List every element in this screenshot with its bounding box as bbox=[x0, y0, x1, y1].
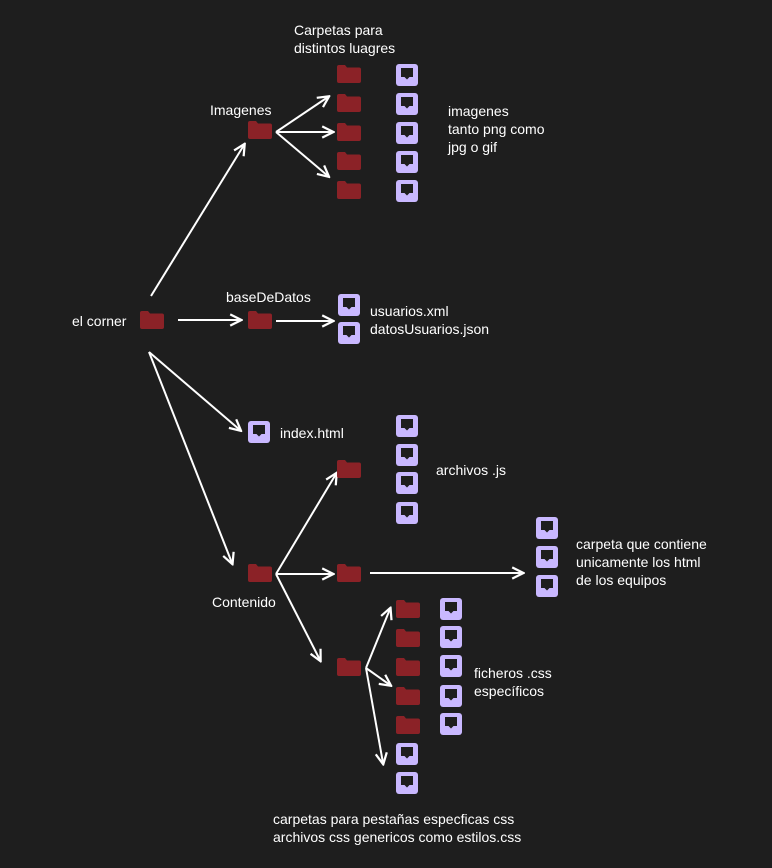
folder-icon bbox=[247, 120, 273, 145]
file-icon bbox=[396, 180, 418, 207]
arrow-css-bottom bbox=[365, 667, 383, 763]
file-icon bbox=[396, 743, 418, 770]
file-icon bbox=[440, 655, 462, 682]
file-icon bbox=[396, 502, 418, 529]
ficheros-css-line1: ficheros .css bbox=[474, 665, 552, 681]
ficheros-css-line2: específicos bbox=[474, 683, 545, 699]
file-icon bbox=[396, 772, 418, 799]
file-icon bbox=[536, 575, 558, 602]
file-icon bbox=[536, 546, 558, 573]
folder-icon bbox=[395, 628, 421, 653]
arrow-root-index bbox=[148, 351, 240, 430]
arrow-contenido-css bbox=[275, 573, 320, 660]
folder-icon bbox=[336, 459, 362, 484]
file-icon bbox=[396, 93, 418, 120]
file-icon bbox=[338, 322, 360, 349]
basededatos-label: baseDeDatos bbox=[226, 289, 311, 305]
file-icon bbox=[536, 517, 558, 544]
folder-icon bbox=[247, 310, 273, 335]
folder-icon bbox=[139, 310, 165, 335]
arrow-css-mid bbox=[365, 667, 390, 685]
arrow-css-top bbox=[365, 609, 390, 669]
file-icon bbox=[248, 421, 270, 448]
carpeta-html-line1: carpeta que contiene bbox=[576, 536, 707, 552]
root-label: el corner bbox=[72, 313, 127, 329]
file-icon bbox=[396, 122, 418, 149]
carpetas-title-line1: Carpetas para bbox=[294, 22, 383, 38]
imagenes-desc-line2: tanto png como bbox=[448, 121, 545, 137]
folder-icon bbox=[336, 151, 362, 176]
imagenes-desc-line1: imagenes bbox=[448, 103, 509, 119]
datos-usuarios-json-label: datosUsuarios.json bbox=[370, 321, 490, 337]
arrow-imagenes-3 bbox=[275, 131, 328, 176]
folder-icon bbox=[336, 93, 362, 118]
folder-icon bbox=[336, 657, 362, 682]
file-icon bbox=[440, 626, 462, 653]
index-html-label: index.html bbox=[280, 425, 344, 441]
arrow-contenido-js bbox=[275, 474, 336, 575]
folder-icon bbox=[395, 686, 421, 711]
contenido-label: Contenido bbox=[212, 594, 276, 610]
arrow-root-imagenes bbox=[150, 145, 244, 297]
file-icon bbox=[396, 64, 418, 91]
folder-icon bbox=[336, 122, 362, 147]
archivos-js-label: archivos .js bbox=[436, 462, 507, 478]
carpetas-title-line2: distintos luagres bbox=[294, 40, 396, 56]
bottom-note-line1: carpetas para pestañas especficas css bbox=[273, 811, 515, 827]
file-icon bbox=[440, 713, 462, 740]
folder-icon bbox=[395, 715, 421, 740]
folder-icon bbox=[336, 180, 362, 205]
folder-icon bbox=[395, 599, 421, 624]
file-icon bbox=[396, 151, 418, 178]
file-icon bbox=[396, 444, 418, 471]
carpeta-html-line3: de los equipos bbox=[576, 572, 667, 588]
file-icon bbox=[440, 685, 462, 712]
folder-icon bbox=[395, 657, 421, 682]
bottom-note-line2: archivos css genericos como estilos.css bbox=[273, 829, 522, 845]
carpeta-html-line2: unicamente los html bbox=[576, 554, 701, 570]
file-icon bbox=[338, 294, 360, 321]
folder-icon bbox=[247, 563, 273, 588]
usuarios-xml-label: usuarios.xml bbox=[370, 303, 449, 319]
imagenes-label: Imagenes bbox=[210, 102, 272, 118]
arrow-imagenes-1 bbox=[275, 97, 328, 133]
imagenes-desc-line3: jpg o gif bbox=[448, 139, 498, 155]
file-icon bbox=[440, 598, 462, 625]
file-icon bbox=[396, 472, 418, 499]
folder-icon bbox=[336, 64, 362, 89]
folder-icon bbox=[336, 563, 362, 588]
arrow-root-contenido bbox=[148, 351, 232, 563]
file-icon bbox=[396, 415, 418, 442]
